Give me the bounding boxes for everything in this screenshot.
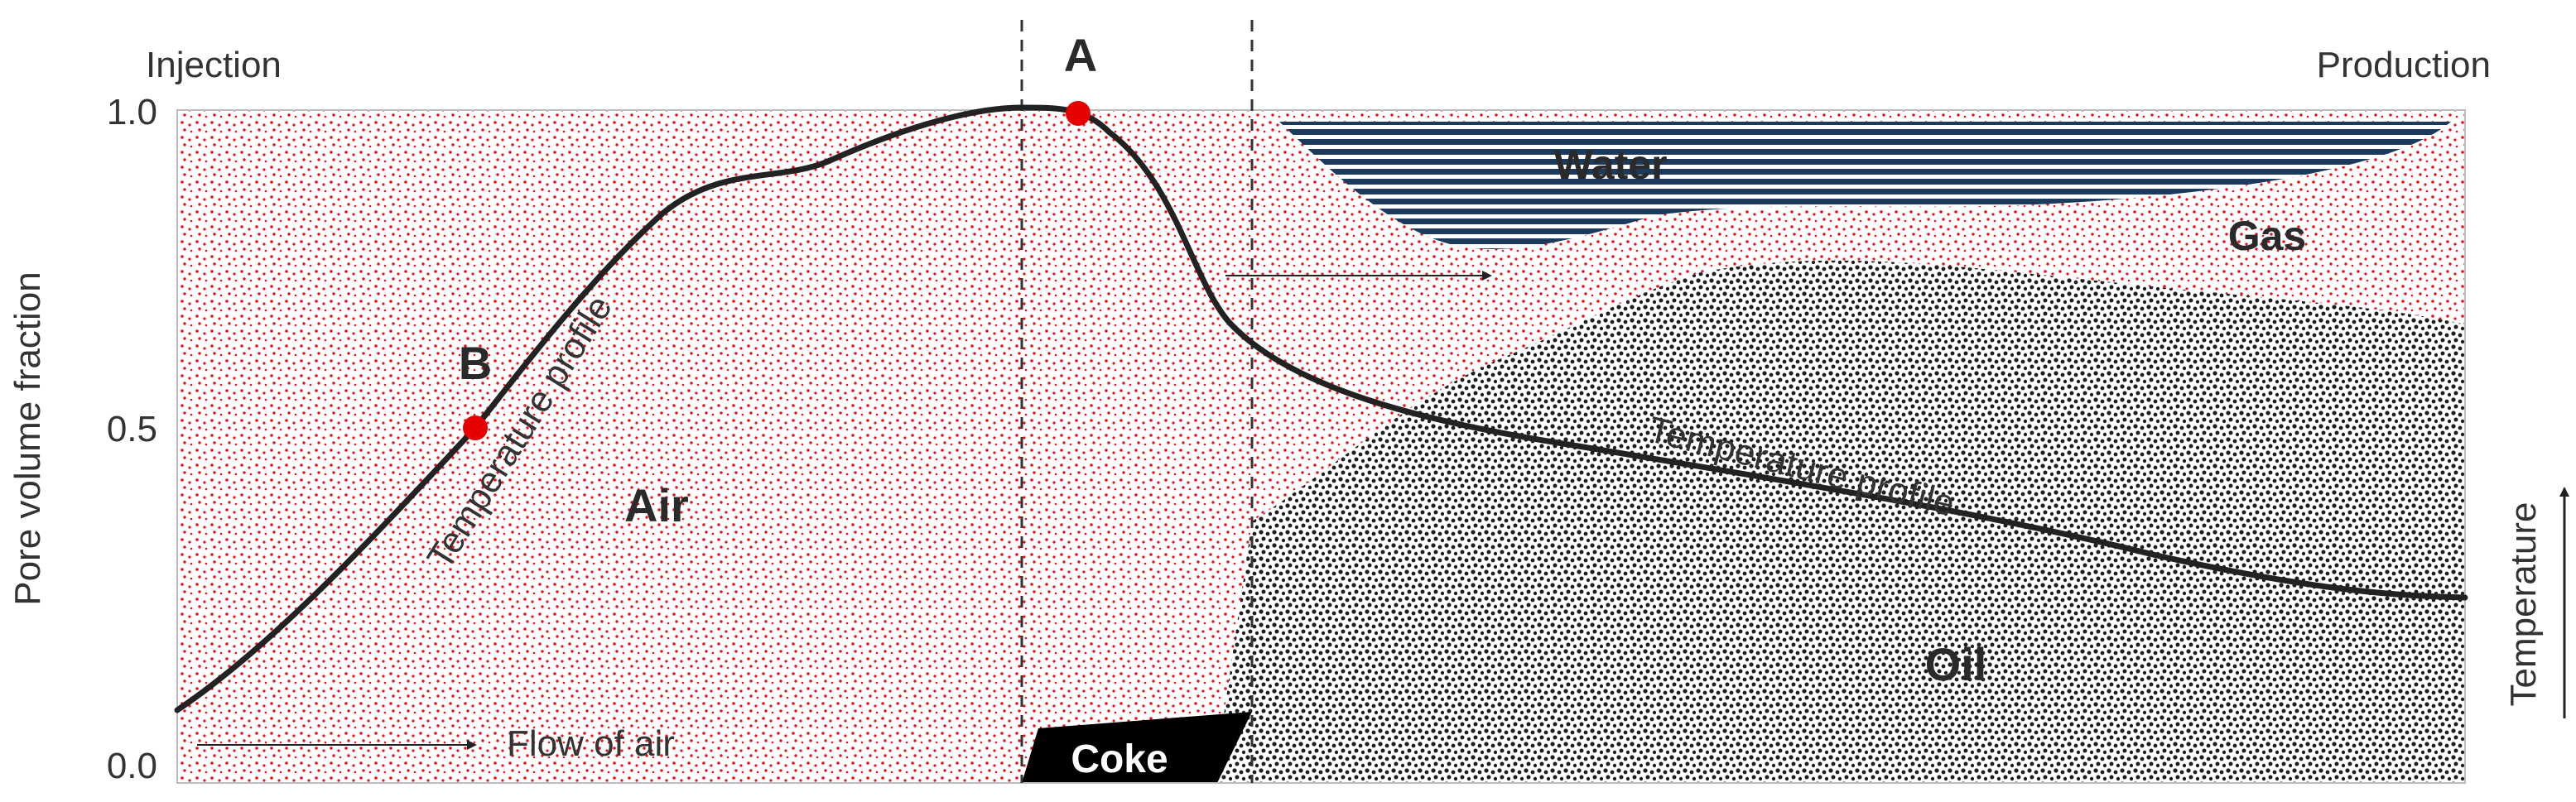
- y-tick-label: 1.0: [107, 92, 157, 132]
- y-tick-label: 0.0: [107, 746, 157, 786]
- point-b-label: B: [459, 337, 492, 389]
- temperature-axis-label: Temperature: [2503, 502, 2544, 706]
- production-label: Production: [2317, 45, 2491, 85]
- coke-region: [1022, 712, 1252, 783]
- coke-label: Coke: [1071, 737, 1168, 781]
- oil-region: [1214, 260, 2465, 783]
- point-a-marker: [1066, 101, 1091, 126]
- temperature-profile-curve: [174, 104, 2468, 713]
- point-b-marker: [463, 415, 488, 440]
- y-tick-label: 0.5: [107, 409, 157, 449]
- oil-label: Oil: [1925, 638, 1987, 690]
- plot-frame: [176, 109, 2466, 784]
- water-region: [1279, 122, 2451, 249]
- injection-label: Injection: [146, 45, 282, 85]
- point-a-label: A: [1064, 29, 1097, 81]
- water-label: Water: [1553, 142, 1667, 188]
- flow-of-air-label: Flow of air: [507, 723, 675, 764]
- gas-label: Gas: [2228, 213, 2307, 259]
- y-axis-title: Pore volume fraction: [7, 271, 48, 606]
- air-label: Air: [624, 479, 689, 531]
